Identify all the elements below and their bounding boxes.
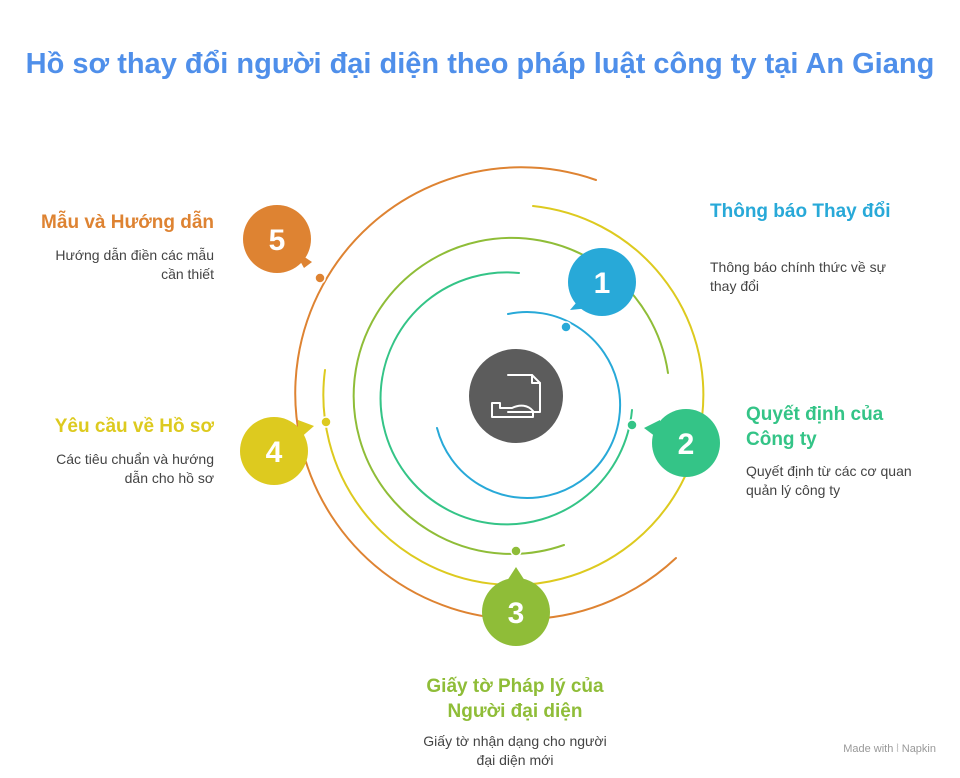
- step-3-dot: [510, 545, 522, 557]
- step-4-number: 4: [266, 436, 283, 469]
- step-1-number: 1: [594, 267, 611, 300]
- step-3-description: Giấy tờ nhận dạng cho người đại diện mới: [423, 733, 607, 768]
- step-3-label: Giấy tờ Pháp lý của Người đại diện: [426, 676, 604, 722]
- step-4-dot: [320, 416, 332, 428]
- made-with-napkin-footer: Made with ⦚ Napkin: [843, 743, 936, 755]
- step-4-label: Yêu cầu về Hồ sơ: [54, 416, 214, 437]
- step-2-label: Quyết định của Công ty: [746, 404, 884, 450]
- step-3-number: 3: [508, 597, 525, 630]
- ring-4-arc: [322, 205, 705, 586]
- step-2-dot: [626, 419, 638, 431]
- step-1-description: Thông báo chính thức về sự thay đổi: [710, 259, 886, 294]
- step-4-description: Các tiêu chuẩn và hướng dẫn cho hồ sơ: [56, 451, 214, 486]
- center-circle: [469, 349, 563, 443]
- ring-2-arc: [379, 271, 633, 526]
- step-3-badge: 3: [482, 567, 550, 646]
- step-5-badge: 5: [243, 205, 312, 273]
- page-title: Hồ sơ thay đổi người đại diện theo pháp …: [25, 48, 935, 80]
- step-4-badge: 4: [240, 417, 314, 485]
- ring-1-arc: [436, 311, 622, 499]
- step-1-label: Thông báo Thay đổi: [710, 201, 891, 222]
- step-5-number: 5: [269, 224, 286, 257]
- step-5-label: Mẫu và Hướng dẫn: [41, 212, 214, 233]
- document-hand-icon: [491, 374, 541, 418]
- step-2-badge: 2: [644, 409, 720, 477]
- step-5-dot: [314, 272, 326, 284]
- step-5-description: Hướng dẫn điền các mẫu cần thiết: [55, 247, 214, 282]
- step-2-description: Quyết định từ các cơ quan quản lý công t…: [746, 463, 912, 498]
- step-2-number: 2: [678, 428, 695, 461]
- step-1-dot: [560, 321, 572, 333]
- step-1-badge: 1: [568, 248, 636, 316]
